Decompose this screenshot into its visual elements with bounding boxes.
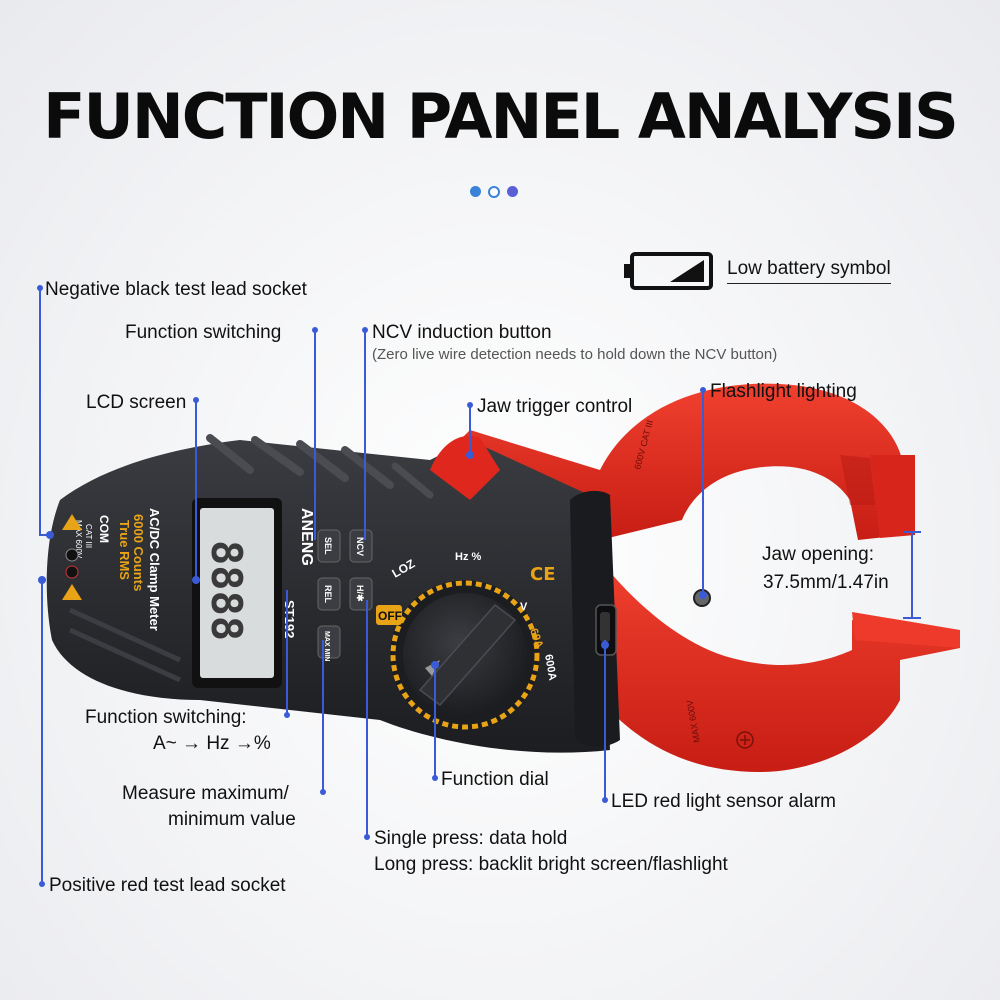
low-battery-label: Low battery symbol <box>727 256 891 284</box>
flashlight-icon <box>693 589 711 607</box>
body-line1: AC/DC Clamp Meter <box>147 508 162 631</box>
long-press-label: Long press: backlit bright screen/flashl… <box>374 854 728 875</box>
svg-text:SEL: SEL <box>323 537 333 555</box>
warning-icon <box>62 514 82 530</box>
jaw-opening-value: 37.5mm/1.47in <box>763 572 889 593</box>
measure-max-label: Measure maximum/ <box>122 783 289 804</box>
svg-text:NCV: NCV <box>355 537 365 556</box>
svg-text:MAX MIN: MAX MIN <box>323 631 330 661</box>
jaw-trigger[interactable] <box>430 435 500 500</box>
function-switching-cycle-value: A~ → Hz →% <box>153 733 271 754</box>
dial-v-text: V <box>520 601 528 613</box>
rel-button[interactable] <box>317 577 341 611</box>
jaw-opening-label: Jaw opening: <box>762 544 874 565</box>
jaw-trigger-label: Jaw trigger control <box>477 396 633 417</box>
carousel-dots <box>470 186 518 198</box>
brand-text: ANENG <box>298 508 315 566</box>
body-line3: True RMS <box>117 520 132 580</box>
single-press-label: Single press: data hold <box>374 828 568 849</box>
flashlight-label: Flashlight lighting <box>710 381 857 402</box>
body-line2: 6000 Counts <box>131 514 146 591</box>
low-battery-icon <box>624 252 713 290</box>
svg-text:REL: REL <box>323 585 333 604</box>
dot-1 <box>470 186 481 197</box>
ce-mark-icon: CE <box>530 564 556 585</box>
negative-socket-label: Negative black test lead socket <box>45 279 307 300</box>
model-text: ST192 <box>282 600 297 638</box>
dial-hz-text: Hz % <box>455 551 482 563</box>
measure-min-label: minimum value <box>168 809 296 830</box>
page-title: FUNCTION PANEL ANALYSIS <box>43 80 959 153</box>
ncv-button[interactable] <box>349 529 373 563</box>
lcd-screen-label: LCD screen <box>86 392 187 413</box>
warning-icon <box>62 584 82 600</box>
svg-text:H/✱: H/✱ <box>355 585 365 602</box>
dot-3 <box>507 186 518 197</box>
dial-600a-text: 600A <box>542 653 558 681</box>
dial-off-text: OFF <box>378 609 402 623</box>
max-text: MAX 600V <box>74 520 83 559</box>
com-socket[interactable] <box>65 548 79 562</box>
function-dial-label: Function dial <box>441 769 549 790</box>
positive-socket[interactable] <box>65 565 79 579</box>
positive-socket-label: Positive red test lead socket <box>49 875 286 896</box>
com-text: COM <box>97 515 111 543</box>
cat-text: CAT III <box>84 524 93 548</box>
led-sensor-label: LED red light sensor alarm <box>611 791 836 812</box>
ncv-note-label: (Zero live wire detection needs to hold … <box>372 346 778 363</box>
function-dial[interactable] <box>390 580 540 730</box>
lcd-digits: 8888 <box>202 540 251 641</box>
lcd-screen: 8888 <box>192 498 282 688</box>
function-switching-label: Function switching <box>125 322 282 343</box>
ncv-button-label: NCV induction button <box>372 322 552 343</box>
function-switching-cycle-label: Function switching: <box>85 707 247 728</box>
dot-2 <box>488 186 500 198</box>
sel-button[interactable] <box>317 529 341 563</box>
